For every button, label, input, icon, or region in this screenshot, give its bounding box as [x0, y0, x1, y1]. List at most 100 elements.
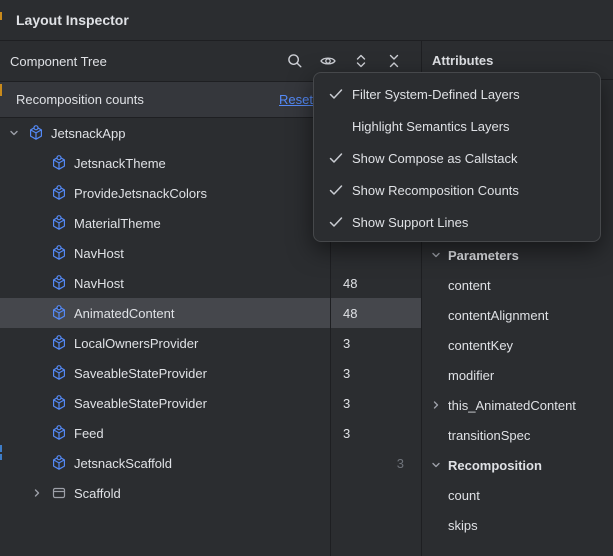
menu-item[interactable]: Show Support Lines — [314, 206, 600, 238]
edge-marker-yellow-top — [0, 12, 2, 20]
tree-row[interactable]: SaveableStateProvider 3 — [0, 388, 421, 418]
compose-node-icon — [51, 425, 67, 441]
tree-expander — [29, 215, 45, 231]
scaffold-icon — [51, 485, 67, 501]
tree-row[interactable]: JetsnackScaffold 3 — [0, 448, 421, 478]
compose-node-icon — [51, 365, 67, 381]
recomposition-count: 3 — [343, 396, 350, 411]
tree-toolbar-icons — [286, 52, 403, 70]
window-titlebar: Layout Inspector — [0, 0, 613, 41]
compose-node-icon — [51, 305, 67, 321]
view-options-menu: Filter System-Defined Layers Highlight S… — [313, 72, 601, 242]
attr-item-label: transitionSpec — [448, 428, 530, 443]
attr-item-label: content — [448, 278, 491, 293]
tree-row[interactable]: LocalOwnersProvider 3 — [0, 328, 421, 358]
checkmark-icon — [328, 214, 348, 230]
menu-item[interactable]: Highlight Semantics Layers — [314, 110, 600, 142]
checkmark-icon — [328, 150, 348, 166]
tree-node-label: NavHost — [74, 246, 124, 261]
window-title: Layout Inspector — [16, 12, 129, 28]
collapse-all-icon[interactable] — [385, 52, 403, 70]
attr-item[interactable]: contentAlignment — [422, 300, 613, 330]
attr-section-title: Parameters — [448, 248, 519, 263]
compose-node-icon — [51, 245, 67, 261]
menu-item[interactable]: Show Recomposition Counts — [314, 174, 600, 206]
recomposition-count: 3 — [343, 336, 350, 351]
tree-expander — [29, 155, 45, 171]
attr-item[interactable]: this_AnimatedContent — [422, 390, 613, 420]
expand-all-icon[interactable] — [352, 52, 370, 70]
tree-node-label: SaveableStateProvider — [74, 396, 207, 411]
eye-view-options-icon[interactable] — [319, 52, 337, 70]
chevron-down-icon — [430, 459, 442, 471]
tree-expander — [29, 425, 45, 441]
attributes-rows: Parameters content contentAlignment content… — [422, 240, 613, 540]
tree-node-label: LocalOwnersProvider — [74, 336, 198, 351]
tree-expander — [29, 245, 45, 261]
checkmark-icon — [328, 86, 348, 102]
tree-node-label: JetsnackApp — [51, 126, 125, 141]
attr-item[interactable]: modifier — [422, 360, 613, 390]
tree-expander — [29, 335, 45, 351]
search-icon[interactable] — [286, 52, 304, 70]
recomposition-count: 48 — [343, 306, 357, 321]
tree-row[interactable]: AnimatedContent 48 — [0, 298, 421, 328]
checkmark-icon — [328, 182, 348, 198]
tree-node-label: Feed — [74, 426, 104, 441]
tree-expander — [29, 455, 45, 471]
recomposition-count: 3 — [343, 426, 350, 441]
tree-node-label: JetsnackScaffold — [74, 456, 172, 471]
compose-node-icon — [51, 455, 67, 471]
menu-item-label: Show Recomposition Counts — [352, 183, 519, 198]
tree-node-label: MaterialTheme — [74, 216, 161, 231]
recomposition-count: 3 — [397, 456, 404, 471]
tree-node-label: AnimatedContent — [74, 306, 174, 321]
compose-node-icon — [51, 395, 67, 411]
attr-item-label: modifier — [448, 368, 494, 383]
attr-item[interactable]: skips — [422, 510, 613, 540]
menu-item-label: Show Compose as Callstack — [352, 151, 517, 166]
attr-section-header[interactable]: Recomposition — [422, 450, 613, 480]
compose-node-icon — [51, 275, 67, 291]
tree-node-label: NavHost — [74, 276, 124, 291]
menu-item-label: Show Support Lines — [352, 215, 468, 230]
edge-marker-yellow — [0, 84, 2, 96]
tree-row[interactable]: NavHost 48 — [0, 268, 421, 298]
chevron-down-icon — [430, 249, 442, 261]
compose-node-icon — [51, 155, 67, 171]
attr-item[interactable]: transitionSpec — [422, 420, 613, 450]
tree-expander — [29, 395, 45, 411]
compose-node-icon — [51, 335, 67, 351]
checkmark-icon — [328, 118, 348, 134]
tree-row[interactable]: SaveableStateProvider 3 — [0, 358, 421, 388]
menu-item[interactable]: Show Compose as Callstack — [314, 142, 600, 174]
chevron-down-icon[interactable] — [6, 125, 22, 141]
tree-expander — [29, 365, 45, 381]
tree-row[interactable]: NavHost — [0, 238, 421, 268]
menu-item[interactable]: Filter System-Defined Layers — [314, 78, 600, 110]
attr-item-label: count — [448, 488, 480, 503]
tree-row[interactable]: Scaffold — [0, 478, 421, 508]
recomposition-count: 3 — [343, 366, 350, 381]
attr-section-title: Recomposition — [448, 458, 542, 473]
recomposition-count: 48 — [343, 276, 357, 291]
edge-marker-blue-1 — [0, 445, 2, 452]
compose-node-icon — [51, 215, 67, 231]
tree-node-label: Scaffold — [74, 486, 121, 501]
attr-item-label: skips — [448, 518, 478, 533]
tree-expander — [29, 185, 45, 201]
component-tree-title: Component Tree — [10, 54, 286, 69]
chevron-right-icon[interactable] — [29, 485, 45, 501]
attr-item-label: contentKey — [448, 338, 513, 353]
attr-item-label: this_AnimatedContent — [448, 398, 576, 413]
attr-item[interactable]: count — [422, 480, 613, 510]
menu-item-label: Filter System-Defined Layers — [352, 87, 520, 102]
tree-expander — [29, 275, 45, 291]
attr-section-header[interactable]: Parameters — [422, 240, 613, 270]
tree-row[interactable]: Feed 3 — [0, 418, 421, 448]
compose-node-icon — [51, 185, 67, 201]
attr-item[interactable]: content — [422, 270, 613, 300]
attr-item[interactable]: contentKey — [422, 330, 613, 360]
reset-counts-link[interactable]: Reset — [279, 92, 313, 107]
